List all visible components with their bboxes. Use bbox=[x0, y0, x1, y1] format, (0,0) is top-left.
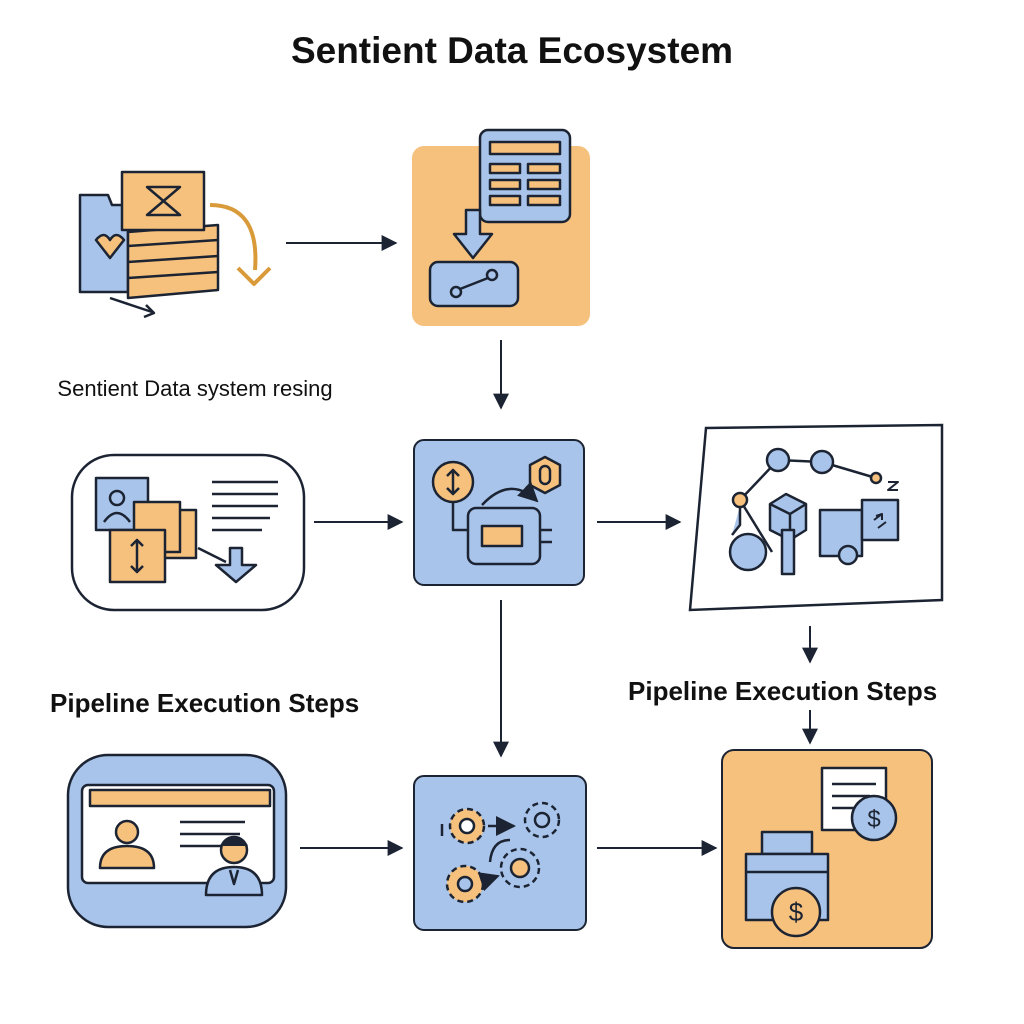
diagram-title: Sentient Data Ecosystem bbox=[290, 30, 734, 71]
svg-text:$: $ bbox=[789, 897, 804, 927]
pipeline-heading-left: Pipeline Execution Steps bbox=[50, 688, 360, 718]
gears-icon bbox=[440, 801, 561, 904]
caption-text: Sentient Data system resing bbox=[57, 376, 333, 401]
gear-pipeline-tile bbox=[413, 775, 587, 931]
invoice-dollar-icon: $ $ bbox=[744, 766, 898, 938]
network-nodes-icon bbox=[728, 447, 900, 576]
data-stack-icon bbox=[78, 170, 272, 319]
svg-text:$: $ bbox=[867, 806, 880, 833]
pipeline-heading-right: Pipeline Execution Steps bbox=[628, 676, 938, 706]
id-card-icon bbox=[80, 783, 276, 897]
document-node-icon bbox=[428, 128, 572, 308]
profile-cards-icon bbox=[94, 476, 278, 584]
processing-unit-icon bbox=[431, 455, 562, 566]
